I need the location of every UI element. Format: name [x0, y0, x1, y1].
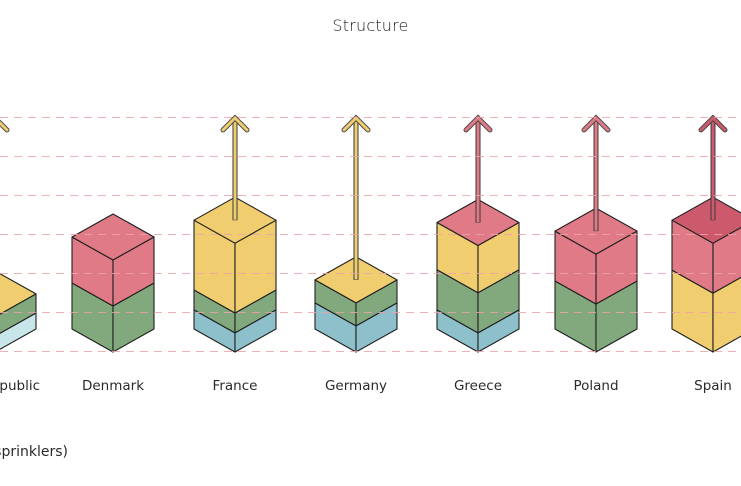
arrow-head: [0, 120, 9, 132]
country-label: Greece: [453, 378, 503, 394]
diagram-title: Structure: [332, 16, 409, 35]
block-top-face: [0, 273, 37, 315]
country-label: public: [0, 378, 40, 394]
arrow-up-icon: [581, 114, 611, 232]
country-label: Poland: [573, 378, 619, 394]
block-public: [0, 119, 37, 350]
block-poland: [554, 114, 638, 353]
arrow-up-icon: [0, 119, 10, 133]
layer-right-face-green: [0, 293, 37, 334]
country-label: Denmark: [81, 378, 145, 394]
arrow-up-icon: [341, 114, 371, 280]
block-germany: [314, 114, 398, 353]
country-label: Germany: [324, 378, 388, 394]
country-label: France: [212, 378, 258, 394]
arrow-head: [699, 115, 727, 132]
country-label: Spain: [694, 378, 732, 394]
layer-right-face-lightblue: [0, 312, 37, 350]
arrow-head: [221, 115, 249, 132]
footnote: sprinklers): [0, 444, 68, 460]
block-denmark: [71, 213, 155, 353]
arrow-up-icon: [220, 114, 250, 221]
block-top-face: [71, 213, 155, 261]
block-spain: [671, 114, 741, 353]
arrow-head: [582, 115, 610, 132]
arrow-up-icon: [698, 114, 728, 221]
block-france: [193, 114, 277, 353]
